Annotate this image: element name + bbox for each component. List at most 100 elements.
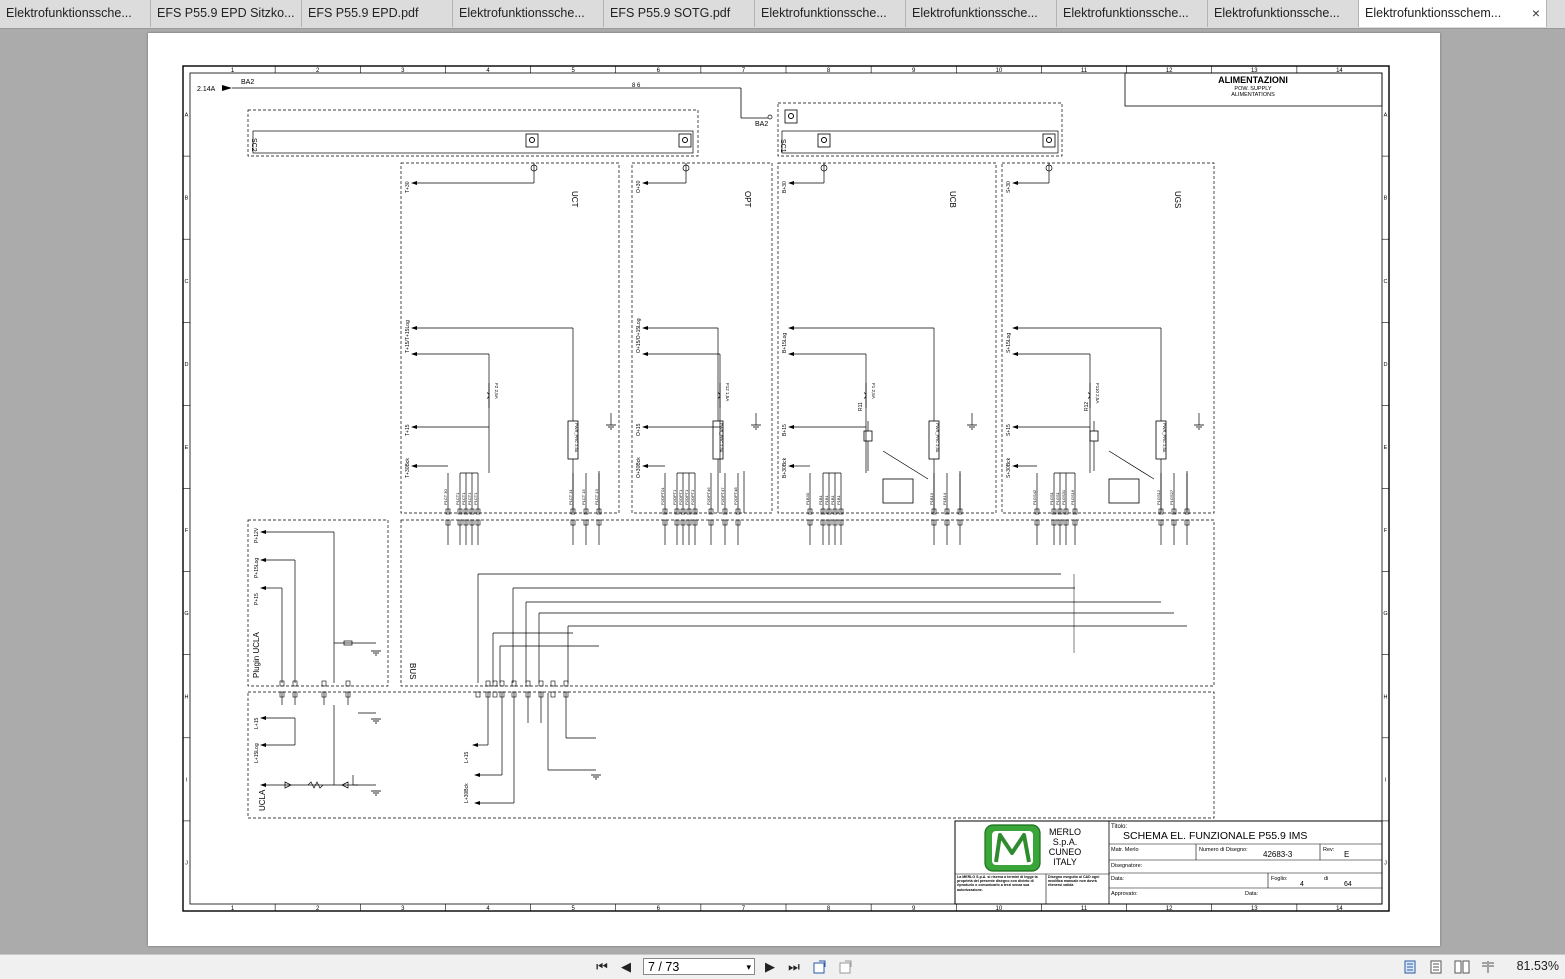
pin-terminal [499,680,505,687]
pin-terminal [820,508,826,515]
tab-6[interactable]: Elektrofunktionssche... [906,0,1057,27]
wire-label: S+15Log [1006,333,1012,353]
tab-3[interactable]: Elektrofunktionssche... [453,0,604,27]
pin-label: P1B30 [805,492,810,505]
row-letter: G [184,611,188,617]
tab-0[interactable]: Elektrofunktionssche... [0,0,151,27]
pin-label: P1CT1 [473,492,478,505]
arrow-head [260,783,266,787]
page-number-input[interactable]: 7 / 73 ▾ [643,958,755,975]
pin-terminal [944,519,950,526]
pin-terminal [686,519,692,526]
chevron-down-icon[interactable]: ▾ [746,962,751,972]
back-view-icon[interactable] [812,960,828,974]
fuse-label: F12 1,5A [725,383,730,401]
last-page-button[interactable]: ⏭ [788,959,800,974]
numero-label: Numero di Disegno: [1199,847,1248,853]
approvato-label: Approvato: [1111,891,1138,897]
matr-label: Matr. Merlo [1111,847,1139,853]
pin-label: P2OPT1 [672,489,677,505]
tab-2[interactable]: EFS P55.9 EPD.pdf [302,0,453,27]
fuse-label: F2 2,5A [494,383,499,399]
wire-label: T+30Bck [405,458,411,478]
pin-label: P1GS1 [1055,491,1060,505]
pin-terminal [735,508,741,515]
pin-terminal [538,680,544,687]
tab-5[interactable]: Elektrofunktionssche... [755,0,906,27]
column-number: 5 [571,906,575,912]
pin-terminal [457,508,463,515]
pin-terminal [279,691,285,698]
tab-9-label: Elektrofunktionsschem... [1365,6,1502,20]
tab-9-active[interactable]: Elektrofunktionsschem... × [1359,0,1547,27]
pin-terminal [525,680,531,687]
next-page-button[interactable]: ▶ [765,959,775,974]
pin-terminal [583,519,589,526]
pin-terminal [826,519,832,526]
row-letter: F [185,528,189,534]
titolo-label: Titolo: [1111,824,1127,830]
pin-terminal [722,519,728,526]
tab-4[interactable]: EFS P55.9 SOTG.pdf [604,0,755,27]
column-number: 12 [1166,906,1173,912]
pin-terminal [1072,508,1078,515]
book-view-icon[interactable] [1480,960,1496,974]
prev-page-button[interactable]: ◀ [621,959,631,974]
pin-terminal [957,519,963,526]
arrow-head [411,425,417,429]
module-uct: UCT [570,191,579,208]
pin-terminal [680,519,686,526]
facing-view-icon[interactable] [1454,960,1470,974]
fuse-symbol [863,392,867,399]
tab-7[interactable]: Elektrofunktionssche... [1057,0,1208,27]
column-number: 1 [231,68,235,74]
pin-terminal [957,508,963,515]
pin-terminal [570,508,576,515]
single-page-view-icon[interactable] [1402,960,1418,974]
row-letter: B [1384,196,1388,202]
di-label: di [1324,876,1328,882]
pin-terminal [469,519,475,526]
forward-view-icon[interactable] [838,960,854,974]
pin-terminal [499,691,505,698]
pin-terminal [538,691,544,698]
column-number: 8 [827,906,831,912]
fuse-symbol [486,392,490,399]
pin-terminal [492,680,498,687]
pin-terminal [445,519,451,526]
tab-1[interactable]: EFS P55.9 EPD Sitzko... [151,0,302,27]
pin-terminal [525,691,531,698]
zoom-level[interactable]: 81.53% [1516,959,1559,973]
pin-label: P2OPT47 [720,487,725,505]
relay-label: R11 [858,402,864,411]
wire-label: T+15 [405,424,411,436]
continuous-view-icon[interactable] [1428,960,1444,974]
wire-label: L+15 [254,718,260,729]
first-page-button[interactable]: ⏮ [596,959,608,974]
wire-label: O+15/O+15Log [636,318,642,353]
tab-bar: Elektrofunktionssche... EFS P55.9 EPD Si… [0,0,1565,29]
pin-terminal [292,680,298,687]
module-ugs: UGS [1173,191,1182,208]
pin-terminal [692,508,698,515]
pin-terminal [570,519,576,526]
pin-label: P1B1 [830,494,835,505]
pin-label: P1B1 [824,494,829,505]
arrow-head [1012,181,1018,185]
arrow-head [1012,326,1018,330]
status-bar: ⏮ ◀ 7 / 73 ▾ ▶ ⏭ 81.53% [0,954,1565,979]
close-icon[interactable]: × [1531,5,1540,21]
tab-8[interactable]: Elektrofunktionssche... [1208,0,1359,27]
merlo-logo [984,824,1041,872]
pin-terminal [475,519,481,526]
pin-terminal [511,691,517,698]
di-value: 64 [1344,881,1352,888]
pin-label: P1CT 15 [581,489,586,505]
arrow-head [642,464,648,468]
column-number: 14 [1336,68,1343,74]
column-number: 10 [996,906,1003,912]
column-number: 11 [1081,68,1088,74]
pin-terminal [944,508,950,515]
